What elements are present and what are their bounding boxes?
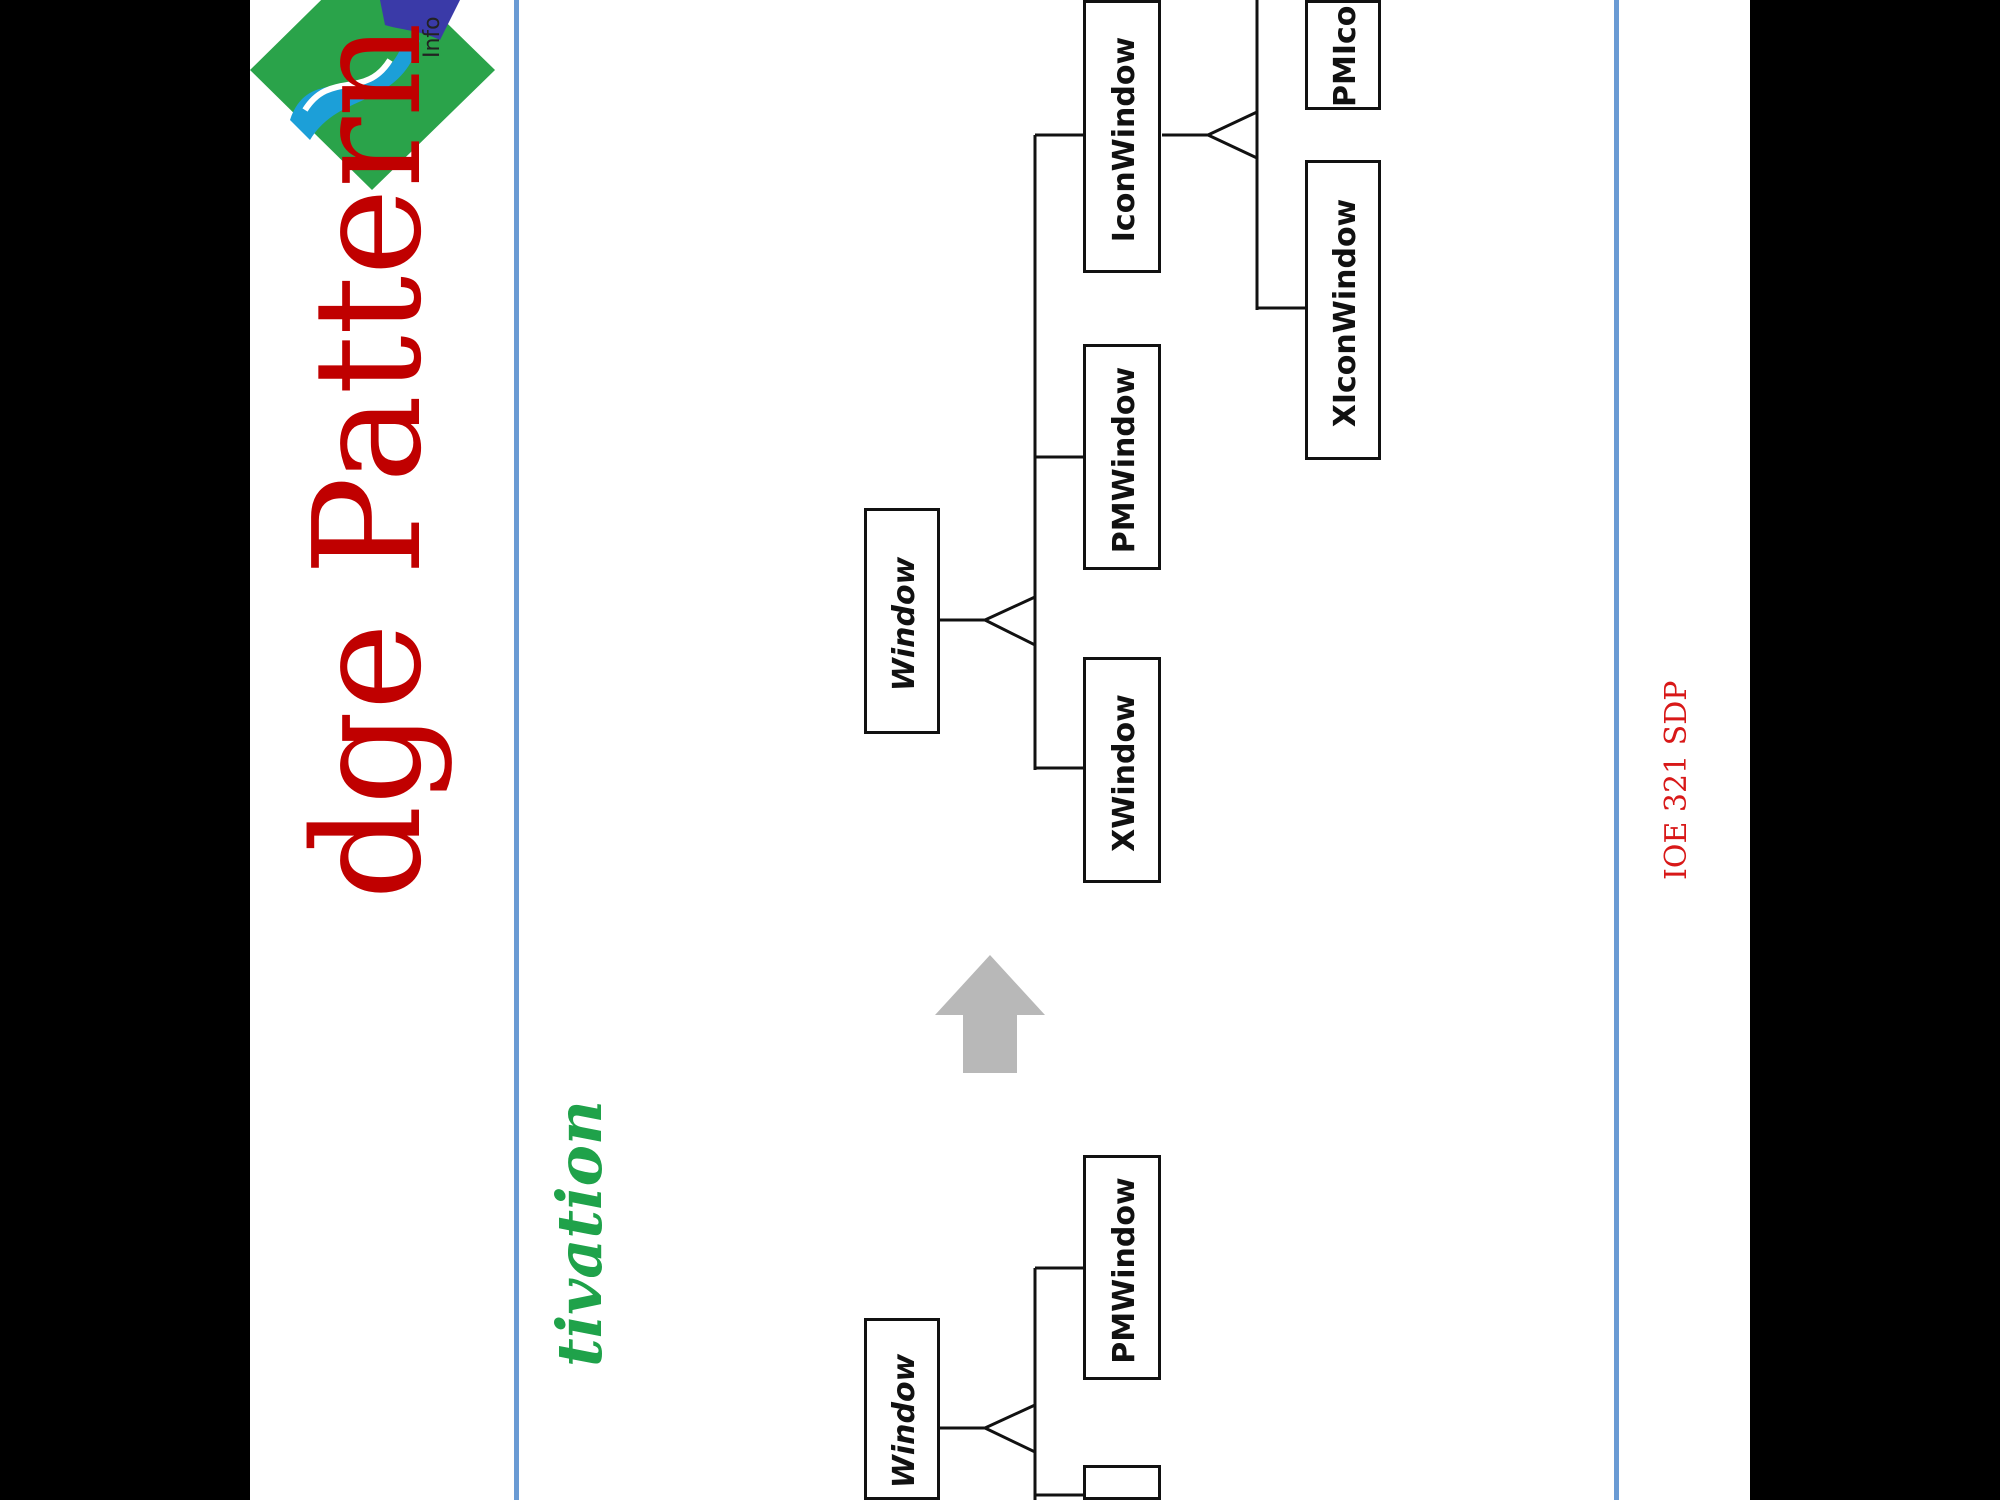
class-box-window: Window: [864, 508, 940, 734]
right-rule: [1614, 0, 1619, 1500]
class-box-pmiconwindow: PMIco: [1305, 0, 1381, 110]
class-box-xwindow: XWindow: [1083, 657, 1161, 883]
class-box-xiconwindow: XIconWindow: [1305, 160, 1381, 460]
class-box-partial-before: [1083, 1465, 1161, 1500]
slide-background: [250, 0, 1750, 1500]
class-box-pmwindow: PMWindow: [1083, 344, 1161, 570]
left-rule: [514, 0, 519, 1500]
class-box-pmwindow-before: PMWindow: [1083, 1155, 1161, 1380]
up-arrow-icon: [935, 955, 1045, 1073]
class-box-window-before: Window: [864, 1318, 940, 1500]
class-box-iconwindow: IconWindow: [1083, 0, 1161, 273]
logo-icon: [250, 0, 495, 190]
